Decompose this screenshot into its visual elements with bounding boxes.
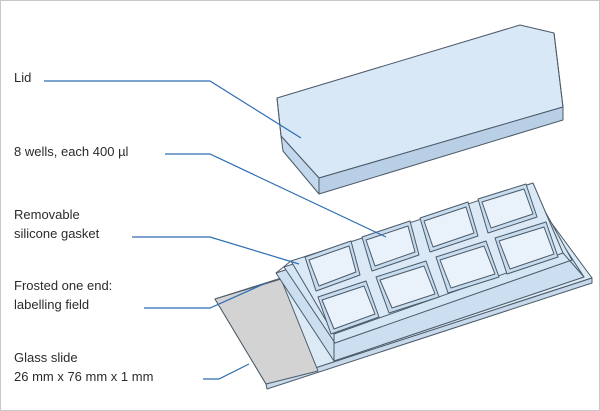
lid-long-side xyxy=(318,106,564,195)
label-frosted: Frosted one end: labelling field xyxy=(14,276,112,314)
label-lid: Lid xyxy=(14,68,31,87)
well xyxy=(419,201,479,253)
well xyxy=(375,260,440,314)
label-frosted-line1: Frosted one end: xyxy=(14,278,113,293)
label-gasket-line2: silicone gasket xyxy=(14,226,100,241)
label-wells: 8 wells, each 400 µl xyxy=(14,142,128,161)
leader-frosted xyxy=(144,282,267,309)
well xyxy=(361,220,420,272)
label-gasket-line1: Removable xyxy=(14,207,80,222)
label-wells-text: 8 wells, each 400 µl xyxy=(14,144,129,159)
label-frosted-line2: labelling field xyxy=(14,297,90,312)
label-slide-line1: Glass slide xyxy=(14,350,78,365)
leader-lines xyxy=(44,80,387,380)
well xyxy=(304,240,361,292)
well xyxy=(477,183,538,234)
well xyxy=(494,221,559,275)
leader-gasket xyxy=(132,236,300,265)
well xyxy=(435,240,500,294)
lid xyxy=(276,24,564,195)
leader-slide xyxy=(203,363,250,380)
leader-wells xyxy=(165,153,387,238)
well xyxy=(317,280,380,335)
wells xyxy=(304,183,559,335)
leader-lid xyxy=(44,80,302,139)
label-slide-line2: 26 mm x 76 mm x 1 mm xyxy=(14,369,154,384)
label-gasket: Removable silicone gasket xyxy=(14,205,99,243)
label-slide: Glass slide 26 mm x 76 mm x 1 mm xyxy=(14,348,153,386)
slide-edge xyxy=(265,277,593,390)
label-lid-text: Lid xyxy=(14,70,32,85)
